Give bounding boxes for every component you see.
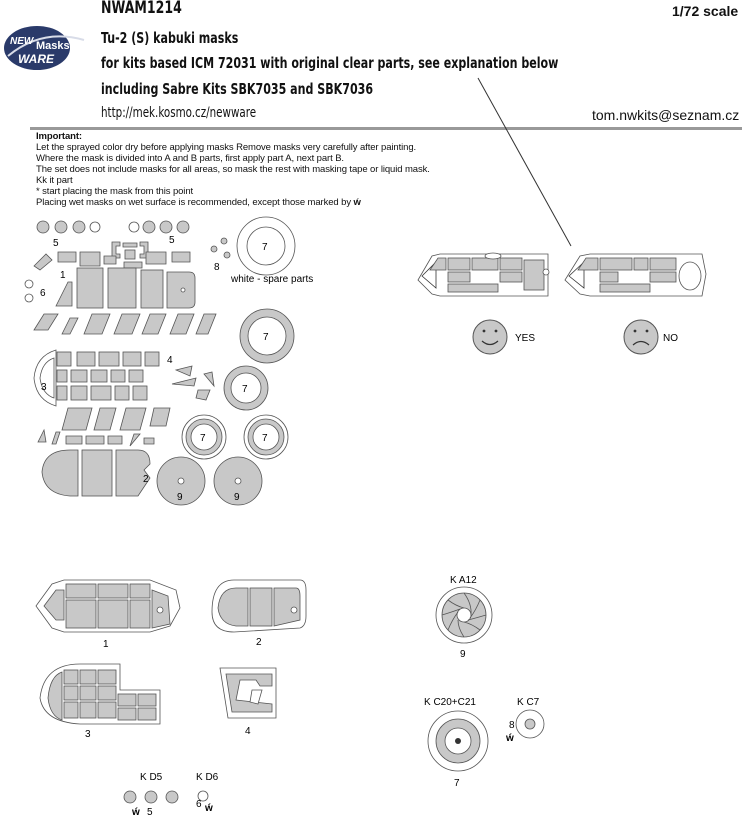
- email-link[interactable]: tom.nwkits@seznam.cz: [592, 107, 740, 123]
- scale-label: 1/72 scale: [672, 3, 739, 19]
- label-1: 1: [60, 270, 66, 281]
- website-link[interactable]: http://mek.kosmo.cz/newware: [101, 105, 257, 121]
- pointer-line: [477, 77, 572, 247]
- wheel-mask-kc20: 7: [427, 710, 489, 789]
- label-5a: 5: [53, 238, 59, 249]
- instruction-line: Where the mask is divided into A and B p…: [36, 153, 344, 164]
- svg-text:7: 7: [242, 384, 248, 395]
- label-kc20: K C20+C21: [424, 697, 476, 708]
- mask-part-2-set: 2: [41, 449, 151, 497]
- logo-text-bottom: WARE: [18, 52, 55, 66]
- water-drops-icon: ẃ: [505, 733, 514, 744]
- svg-text:9: 9: [177, 492, 183, 503]
- water-drops-icon: ẃ: [131, 807, 140, 817]
- label-kc7-num: 8: [509, 720, 515, 731]
- no-label: NO: [663, 333, 678, 344]
- spare-parts-label: white - spare parts: [230, 274, 313, 285]
- product-code: NWAM1214: [101, 0, 182, 18]
- nose-incorrect-diagram: [564, 253, 707, 297]
- instruction-line: * start placing the mask from this point: [36, 186, 194, 197]
- logo-text-mid: Masks: [36, 40, 70, 52]
- instruction-line: The set does not include masks for all a…: [36, 164, 430, 175]
- label-5b: 5: [169, 235, 175, 246]
- placement-label-4: 4: [245, 726, 251, 737]
- happy-face-icon: [472, 319, 508, 355]
- svg-text:7: 7: [263, 332, 269, 343]
- subtitle-line1: Tu-2 (S) kabuki masks: [101, 29, 239, 47]
- instructions: Important: Let the sprayed color dry bef…: [36, 131, 430, 208]
- mask-small-pieces: [37, 428, 155, 447]
- mask-parts-5: [36, 220, 190, 234]
- placement-label-1: 1: [103, 639, 109, 650]
- instructions-heading: Important:: [36, 131, 82, 142]
- placement-part-4: 4: [219, 667, 277, 737]
- logo: NEW Masks WARE: [2, 22, 88, 72]
- label-kd6-num: 6: [196, 799, 202, 810]
- intake-mask-ka12: 9: [435, 586, 493, 660]
- label-kd6: K D6: [196, 772, 219, 783]
- subtitle-line2: for kits based ICM 72031 with original c…: [101, 54, 559, 72]
- wheel-mask-kc7: 8 ẃ: [505, 709, 545, 744]
- water-drops-icon: ẃ: [353, 197, 361, 208]
- ring-mask-7b: 7: [223, 365, 269, 411]
- ring-mask-7a: 7: [239, 308, 295, 364]
- label-8: 8: [214, 262, 220, 273]
- label-kd5-num: 5: [147, 807, 153, 817]
- placement-part-2: 2: [211, 579, 307, 648]
- water-drops-icon: ẃ: [204, 803, 213, 814]
- svg-text:7: 7: [262, 433, 268, 444]
- label-ka12: K A12: [450, 575, 477, 586]
- disc-mask-9b: 9: [213, 456, 263, 506]
- placement-label-2: 2: [256, 637, 262, 648]
- label-6: 6: [40, 288, 46, 299]
- mask-parts-row2: [33, 251, 191, 271]
- label-ka12-num: 9: [460, 649, 466, 660]
- yes-label: YES: [515, 333, 535, 344]
- mask-part-3-set: 3: [33, 349, 171, 431]
- svg-text:9: 9: [234, 492, 240, 503]
- label-7-spare: 7: [262, 242, 268, 253]
- instruction-line: Placing wet masks on wet surface is reco…: [36, 197, 351, 208]
- disc-mask-9a: 9: [156, 456, 206, 506]
- label-kc20-num: 7: [454, 778, 460, 789]
- placement-part-3: 3: [39, 663, 161, 740]
- header-divider: [30, 127, 742, 130]
- mask-brackets: [111, 241, 149, 260]
- sad-face-icon: [623, 319, 659, 355]
- spare-circle-7: 7: [236, 216, 296, 276]
- logo-graphic: NEW Masks WARE: [4, 26, 85, 70]
- label-2: 2: [143, 474, 149, 485]
- logo-text-top: NEW: [10, 36, 35, 47]
- placement-label-3: 3: [85, 729, 91, 740]
- small-mask-kd6: 6 ẃ: [196, 790, 213, 814]
- mask-parts-row3: [33, 313, 217, 335]
- label-kc7: K C7: [517, 697, 540, 708]
- nose-correct-diagram: [417, 252, 550, 297]
- label-kd5: K D5: [140, 772, 163, 783]
- mask-part-4-set: [171, 365, 215, 401]
- instruction-line: Kk it part: [36, 175, 73, 186]
- small-mask-kd5: ẃ 5: [123, 790, 179, 817]
- placement-part-1: 1: [35, 579, 181, 650]
- mask-part-1-set: [55, 267, 196, 309]
- label-3: 3: [41, 382, 47, 393]
- instruction-line: Let the sprayed color dry before applyin…: [36, 142, 417, 153]
- svg-text:7: 7: [200, 433, 206, 444]
- subtitle-line3: including Sabre Kits SBK7035 and SBK7036: [101, 80, 374, 98]
- label-4: 4: [167, 355, 173, 366]
- ring-mask-7c: 7: [181, 414, 227, 460]
- ring-mask-7d: 7: [243, 414, 289, 460]
